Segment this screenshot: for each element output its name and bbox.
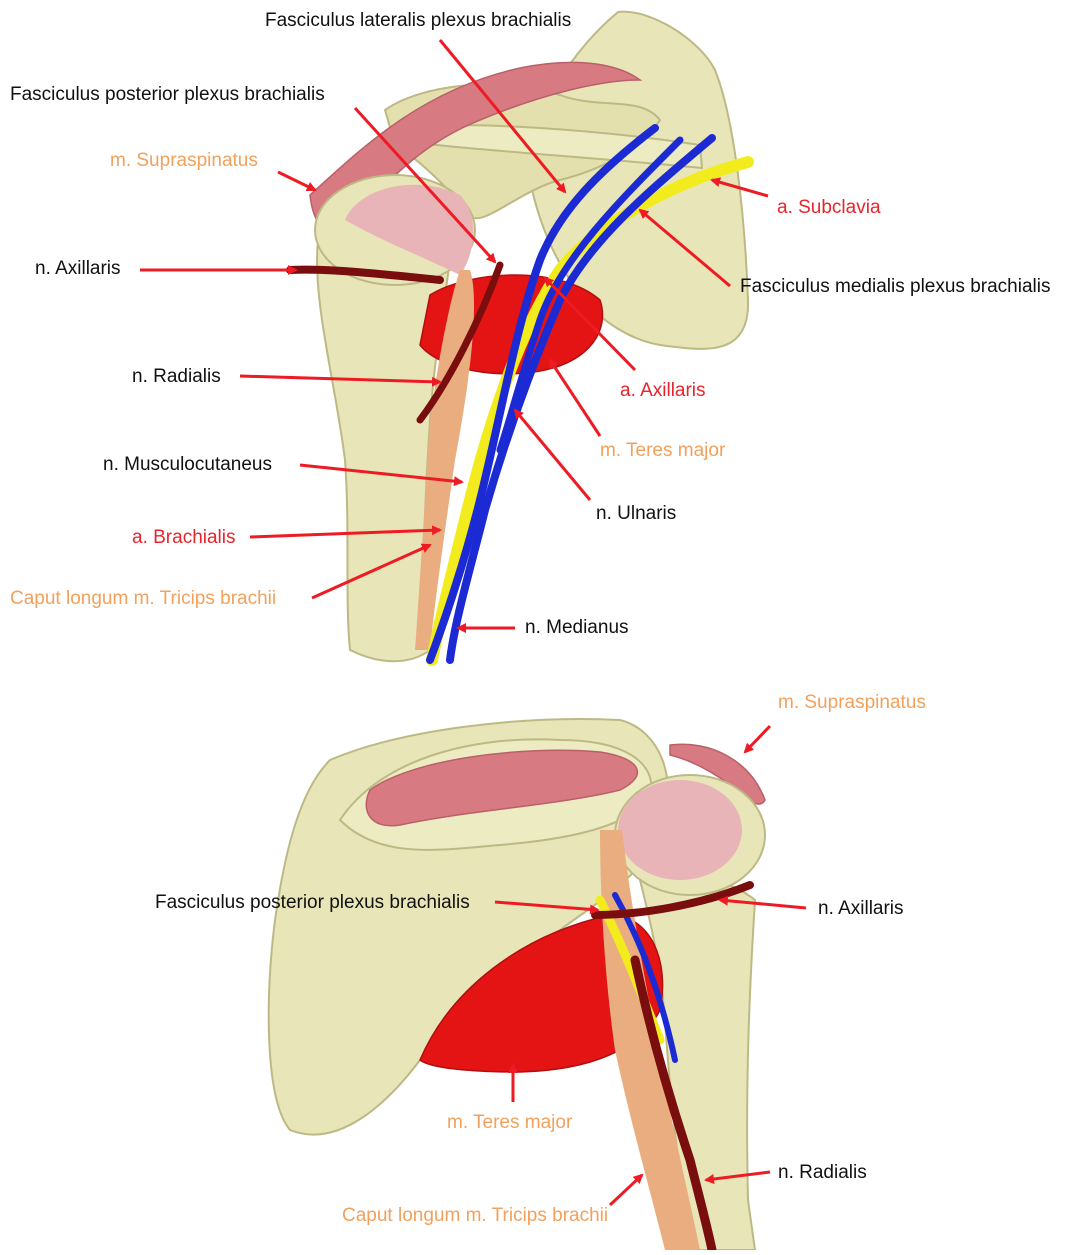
label-fasc-medialis: Fasciculus medialis plexus brachialis bbox=[740, 276, 1050, 298]
label-bottom-triceps: Caput longum m. Tricips brachii bbox=[342, 1205, 608, 1227]
arrow-top-ulnaris bbox=[515, 410, 590, 500]
arrow-top-supraspinatus bbox=[278, 172, 315, 190]
label-medianus: n. Medianus bbox=[525, 617, 629, 639]
label-supraspinatus: m. Supraspinatus bbox=[110, 150, 258, 172]
label-bottom-radialis: n. Radialis bbox=[778, 1162, 867, 1184]
arrow-top-teres-major bbox=[550, 360, 600, 436]
bottom-figure bbox=[269, 719, 765, 1250]
label-fasc-lateralis: Fasciculus lateralis plexus brachialis bbox=[265, 10, 571, 32]
arrow-bottom-triceps bbox=[610, 1175, 642, 1205]
label-triceps: Caput longum m. Tricips brachii bbox=[10, 588, 276, 610]
label-bottom-teres-major: m. Teres major bbox=[447, 1112, 572, 1134]
label-bottom-fasc-posterior: Fasciculus posterior plexus brachialis bbox=[155, 892, 470, 914]
label-musculocutaneus: n. Musculocutaneus bbox=[103, 454, 272, 476]
label-ulnaris: n. Ulnaris bbox=[596, 503, 676, 525]
label-subclavia: a. Subclavia bbox=[777, 197, 881, 219]
label-axillaris-nerve: n. Axillaris bbox=[35, 258, 121, 280]
label-bottom-supraspinatus: m. Supraspinatus bbox=[778, 692, 926, 714]
label-teres-major: m. Teres major bbox=[600, 440, 725, 462]
label-brachialis: a. Brachialis bbox=[132, 527, 236, 549]
label-fasc-posterior: Fasciculus posterior plexus brachialis bbox=[10, 84, 325, 106]
top-figure bbox=[290, 12, 748, 662]
arrow-bottom-supraspinatus bbox=[745, 726, 770, 752]
label-radialis: n. Radialis bbox=[132, 366, 221, 388]
label-axillaris-artery: a. Axillaris bbox=[620, 380, 706, 402]
bottom-humeral-cartilage bbox=[618, 780, 742, 880]
label-bottom-axillaris-nerve: n. Axillaris bbox=[818, 898, 904, 920]
